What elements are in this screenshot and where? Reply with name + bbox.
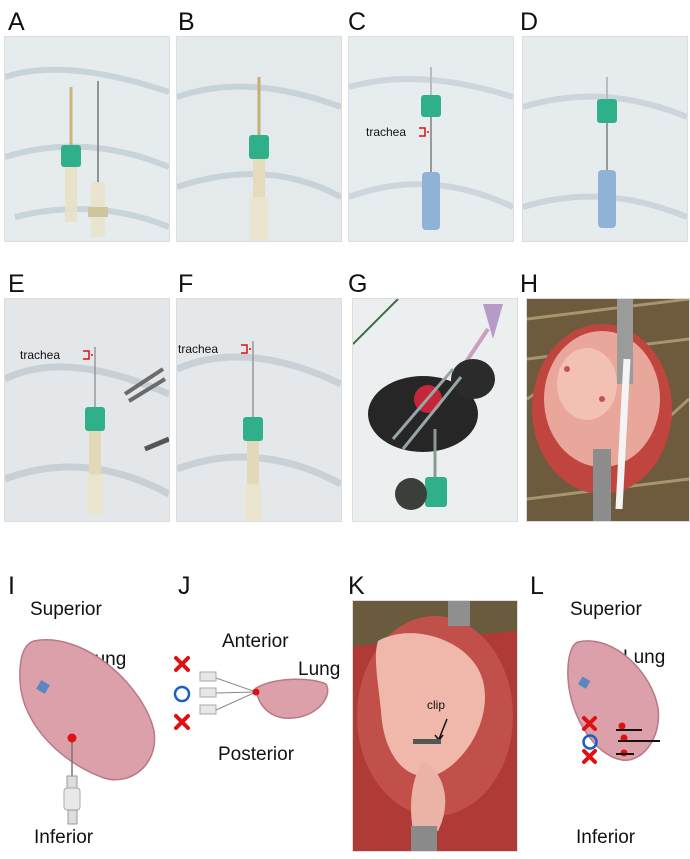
label-j-posterior: Posterior: [218, 744, 295, 765]
photo-c-trachea-length: [348, 36, 514, 242]
panel-label-l: L: [530, 572, 544, 600]
panel-label-i: I: [8, 572, 15, 600]
panel-label-b: B: [178, 8, 195, 36]
photo-h-exposed-lung: [526, 298, 690, 522]
panel-label-a: A: [8, 8, 25, 36]
diagram-j-injection-angles: [168, 656, 343, 736]
label-k-clip: clip: [427, 698, 446, 712]
diagram-i-lung-injection: [14, 636, 174, 826]
panel-label-k: K: [348, 572, 365, 600]
label-l-superior: Superior: [570, 599, 642, 620]
label-f-trachea: trachea: [178, 342, 219, 356]
label-i-superior: Superior: [30, 599, 102, 620]
photo-b-assembled-catheter: [176, 36, 342, 242]
label-i-inferior: Inferior: [34, 827, 94, 848]
photo-f-catheter-trachea: [176, 298, 342, 522]
panel-label-c: C: [348, 8, 367, 36]
photo-k-clip-on-lung: [352, 600, 518, 852]
photo-a-catheter-and-needle: [4, 36, 170, 242]
panel-label-f: F: [178, 270, 194, 298]
label-l-inferior: Inferior: [576, 827, 636, 848]
label-c-trachea: trachea: [366, 125, 407, 139]
photo-e-catheter-trachea: [4, 298, 170, 522]
label-j-anterior: Anterior: [222, 631, 289, 652]
panel-label-g: G: [348, 270, 368, 298]
panel-label-d: D: [520, 8, 539, 36]
label-j-lung: Lung: [298, 659, 341, 680]
panel-label-e: E: [8, 270, 25, 298]
photo-d-needle-with-syringe: [522, 36, 688, 242]
panel-label-j: J: [178, 572, 191, 600]
panel-label-h: H: [520, 270, 539, 298]
label-e-trachea: trachea: [20, 348, 61, 362]
diagram-l-clip-positions: [564, 638, 674, 768]
photo-g-mouse-surgery: [352, 298, 518, 522]
